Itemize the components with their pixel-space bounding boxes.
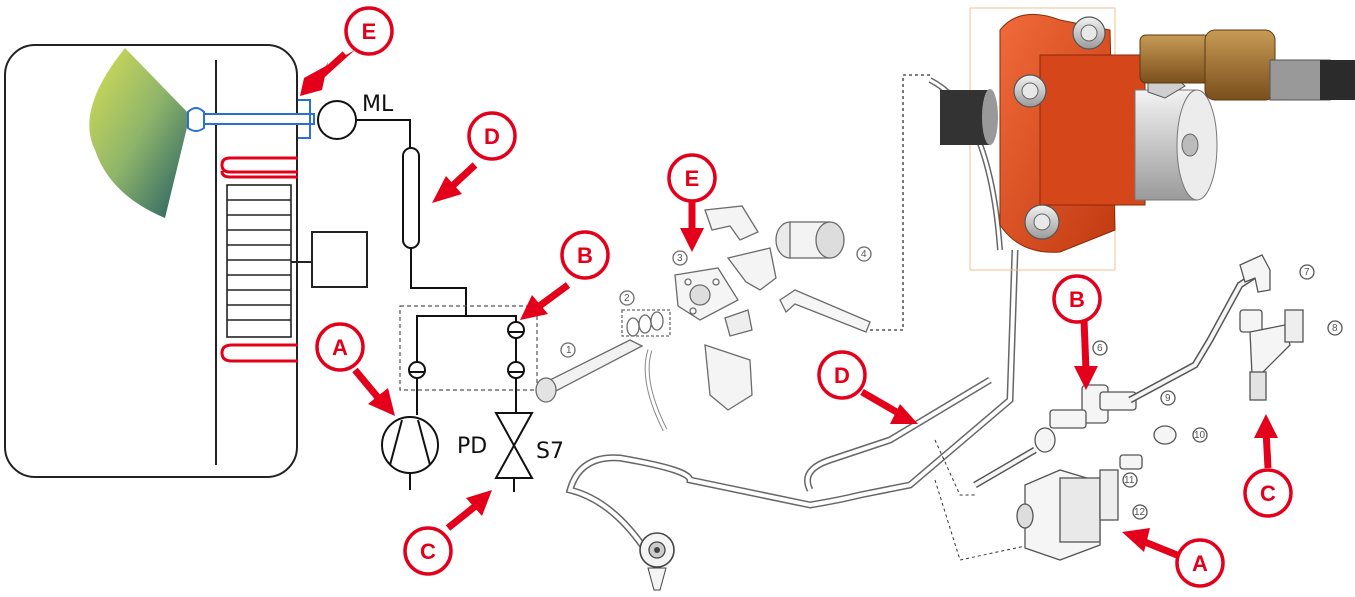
ml-valve-icon: [317, 100, 357, 140]
s7-label: S7: [536, 439, 564, 464]
callout-c-left: C: [403, 526, 453, 576]
spray-cone: [89, 48, 190, 218]
hose-fitting: [639, 532, 675, 591]
svg-text:12: 12: [1134, 507, 1146, 518]
exploded-parts-right: 6 9 10 11 12 7 8: [973, 254, 1343, 561]
callout-b-right: B: [1052, 274, 1102, 324]
svg-text:A: A: [332, 335, 348, 360]
callout-b-left: B: [560, 230, 610, 280]
heating-coil-top: [220, 156, 298, 179]
solenoid-valve-icon: [494, 412, 534, 492]
callout-arrows: [300, 50, 1278, 559]
hose: [565, 77, 1019, 548]
valve-group-box: [399, 305, 538, 391]
callout-a-left: A: [315, 322, 365, 372]
callout-e-top: E: [344, 6, 394, 56]
svg-text:C: C: [420, 539, 436, 564]
callout-d-right: D: [817, 350, 867, 400]
pump-icon: [381, 416, 439, 490]
svg-text:1: 1: [566, 345, 572, 356]
svg-text:7: 7: [1304, 267, 1310, 278]
svg-text:9: 9: [1165, 393, 1171, 404]
svg-text:A: A: [1192, 551, 1208, 576]
exploded-view: 1 2 3 4: [535, 74, 930, 432]
svg-text:8: 8: [1332, 323, 1338, 334]
svg-text:B: B: [577, 243, 593, 268]
svg-text:4: 4: [861, 249, 867, 260]
control-box: [311, 231, 368, 288]
svg-text:11: 11: [1124, 475, 1135, 486]
callout-a-right: A: [1175, 538, 1225, 588]
callout-e-mid: E: [667, 153, 717, 203]
nozzle-icon: [187, 107, 205, 132]
callout-c-right: C: [1243, 468, 1293, 518]
svg-text:B: B: [1069, 287, 1085, 312]
pump-3d: [940, 7, 1355, 271]
svg-text:E: E: [685, 166, 700, 191]
svg-text:D: D: [834, 363, 850, 388]
svg-text:2: 2: [624, 293, 630, 304]
nozzle-pipe: [203, 113, 315, 125]
filter-tube: [402, 147, 420, 249]
svg-text:E: E: [362, 19, 377, 44]
svg-text:10: 10: [1194, 430, 1206, 441]
callout-badges: E D B A C E B D: [315, 6, 1293, 588]
heat-exchanger: [226, 184, 292, 338]
svg-text:3: 3: [677, 253, 683, 264]
ml-label: ML: [362, 92, 394, 117]
pipe-bracket: [298, 99, 311, 139]
pd-label: PD: [457, 434, 487, 459]
svg-text:C: C: [1260, 481, 1276, 506]
svg-text:D: D: [484, 124, 500, 149]
callout-d-top: D: [467, 111, 517, 161]
check-valve-icon: [408, 321, 525, 379]
heating-coil-bottom: [220, 343, 298, 363]
svg-text:6: 6: [1097, 343, 1103, 354]
schematic-diagram: ML PD S7: [4, 44, 564, 492]
